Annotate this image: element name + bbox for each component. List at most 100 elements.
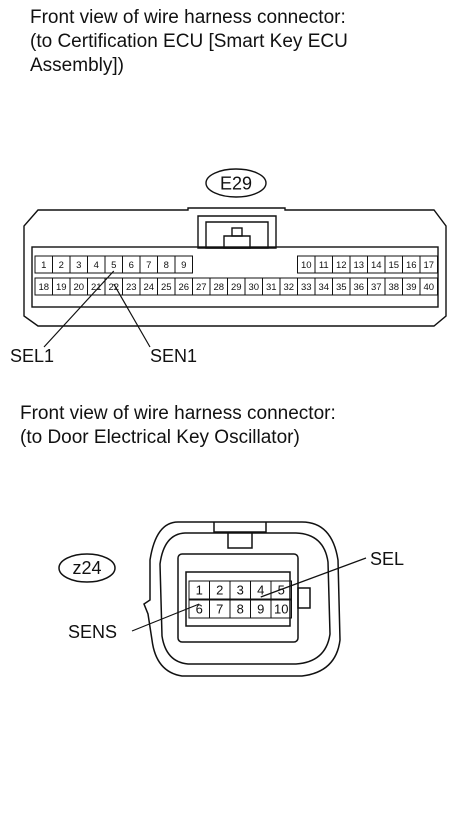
pin-cell: 15 bbox=[384, 255, 403, 274]
connector-housing bbox=[23, 207, 447, 327]
pin-number: 39 bbox=[406, 282, 417, 293]
callout-leader-sen1 bbox=[113, 283, 151, 348]
pin-number: 2 bbox=[216, 583, 223, 598]
callout-label-sel: SEL bbox=[370, 549, 404, 569]
pin-number: 32 bbox=[283, 282, 294, 293]
pin-cell: 17 bbox=[419, 255, 438, 274]
pin-cell: 31 bbox=[262, 277, 281, 296]
pin-cell: 40 bbox=[419, 277, 438, 296]
pin-cell: 30 bbox=[244, 277, 263, 296]
pin-number: 17 bbox=[423, 260, 434, 271]
pin-cell: 33 bbox=[297, 277, 316, 296]
pin-cell: 9 bbox=[174, 255, 193, 274]
pin-cell: 37 bbox=[367, 277, 386, 296]
pin-number: 6 bbox=[129, 260, 134, 271]
pin-cell: 16 bbox=[402, 255, 421, 274]
pin-cell: 1 bbox=[188, 580, 210, 600]
pin-number: 2 bbox=[59, 260, 64, 271]
callout-leader-sel bbox=[260, 557, 367, 598]
pin-cell: 13 bbox=[349, 255, 368, 274]
pin-number: 30 bbox=[248, 282, 259, 293]
connector-face bbox=[31, 246, 439, 308]
pin-cell: 2 bbox=[209, 580, 231, 600]
pin-cell: 18 bbox=[34, 277, 53, 296]
pin-cell: 9 bbox=[250, 599, 272, 619]
connector-z24-caption: Front view of wire harness connector: (t… bbox=[20, 402, 460, 450]
pin-cell: 25 bbox=[157, 277, 176, 296]
pin-number: 35 bbox=[336, 282, 347, 293]
pin-number: 36 bbox=[353, 282, 364, 293]
pin-number: 13 bbox=[353, 260, 364, 271]
pin-number: 23 bbox=[126, 282, 137, 293]
pin-number: 20 bbox=[73, 282, 84, 293]
pin-number: 8 bbox=[237, 602, 244, 617]
pin-number: 9 bbox=[257, 602, 264, 617]
pin-cell: 11 bbox=[314, 255, 333, 274]
pin-number: 9 bbox=[181, 260, 186, 271]
pin-number: 26 bbox=[178, 282, 189, 293]
pin-number: 40 bbox=[423, 282, 434, 293]
pin-number: 11 bbox=[319, 260, 329, 271]
pin-cell: 39 bbox=[402, 277, 421, 296]
pin-number: 10 bbox=[274, 602, 288, 617]
pin-number: 3 bbox=[237, 583, 244, 598]
pin-number: 4 bbox=[257, 583, 264, 598]
connector-latch bbox=[197, 215, 277, 249]
pin-cell: 38 bbox=[384, 277, 403, 296]
pin-cell: 32 bbox=[279, 277, 298, 296]
callout-leader-sel1 bbox=[43, 270, 115, 348]
pin-number: 25 bbox=[161, 282, 172, 293]
pin-cell: 6 bbox=[122, 255, 141, 274]
pin-cell: 4 bbox=[250, 580, 272, 600]
pin-cell: 3 bbox=[229, 580, 251, 600]
pin-cell: 23 bbox=[122, 277, 141, 296]
pin-cell: 8 bbox=[229, 599, 251, 619]
pin-number: 16 bbox=[406, 260, 417, 271]
caption-line: Assembly]) bbox=[30, 55, 124, 76]
caption-line: (to Certification ECU [Smart Key ECU bbox=[30, 31, 348, 52]
pin-number: 6 bbox=[196, 602, 203, 617]
pin-number: 31 bbox=[266, 282, 277, 293]
pin-number: 29 bbox=[231, 282, 242, 293]
pin-number: 8 bbox=[164, 260, 169, 271]
pin-cell: 28 bbox=[209, 277, 228, 296]
pin-cell: 2 bbox=[52, 255, 71, 274]
pin-number: 14 bbox=[371, 260, 382, 271]
pin-number: 10 bbox=[301, 260, 312, 271]
pin-number: 7 bbox=[146, 260, 151, 271]
pin-cell: 24 bbox=[139, 277, 158, 296]
pin-number: 1 bbox=[41, 260, 46, 271]
pin-cell: 19 bbox=[52, 277, 71, 296]
pin-number: 34 bbox=[318, 282, 329, 293]
connector-e29-code: E29 bbox=[220, 174, 252, 194]
pin-number: 27 bbox=[196, 282, 207, 293]
pin-number: 15 bbox=[388, 260, 399, 271]
caption-line: Front view of wire harness connector: bbox=[30, 7, 346, 28]
pin-number: 12 bbox=[336, 260, 347, 271]
callout-label-sel1: SEL1 bbox=[10, 346, 54, 366]
pin-cell: 5 bbox=[104, 255, 123, 274]
pin-cell: 26 bbox=[174, 277, 193, 296]
callout-label-sen1: SEN1 bbox=[150, 346, 197, 366]
pin-number: 38 bbox=[388, 282, 399, 293]
pin-number: 3 bbox=[76, 260, 81, 271]
pin-number: 33 bbox=[301, 282, 312, 293]
pin-cell: 27 bbox=[192, 277, 211, 296]
caption-line: (to Door Electrical Key Oscillator) bbox=[20, 427, 300, 448]
pin-number: 19 bbox=[56, 282, 67, 293]
pin-cell: 8 bbox=[157, 255, 176, 274]
pin-cell: 10 bbox=[270, 599, 292, 619]
pin-cell: 34 bbox=[314, 277, 333, 296]
pin-number: 7 bbox=[216, 602, 223, 617]
pin-cell: 14 bbox=[367, 255, 386, 274]
pin-number: 4 bbox=[94, 260, 99, 271]
pin-number: 18 bbox=[38, 282, 49, 293]
pin-number: 21 bbox=[91, 282, 102, 293]
pin-number: 1 bbox=[196, 583, 203, 598]
connector-e29-caption: Front view of wire harness connector: (t… bbox=[30, 6, 470, 78]
pin-number: 24 bbox=[143, 282, 154, 293]
callout-label-sens: SENS bbox=[68, 622, 117, 642]
pin-number: 37 bbox=[371, 282, 382, 293]
